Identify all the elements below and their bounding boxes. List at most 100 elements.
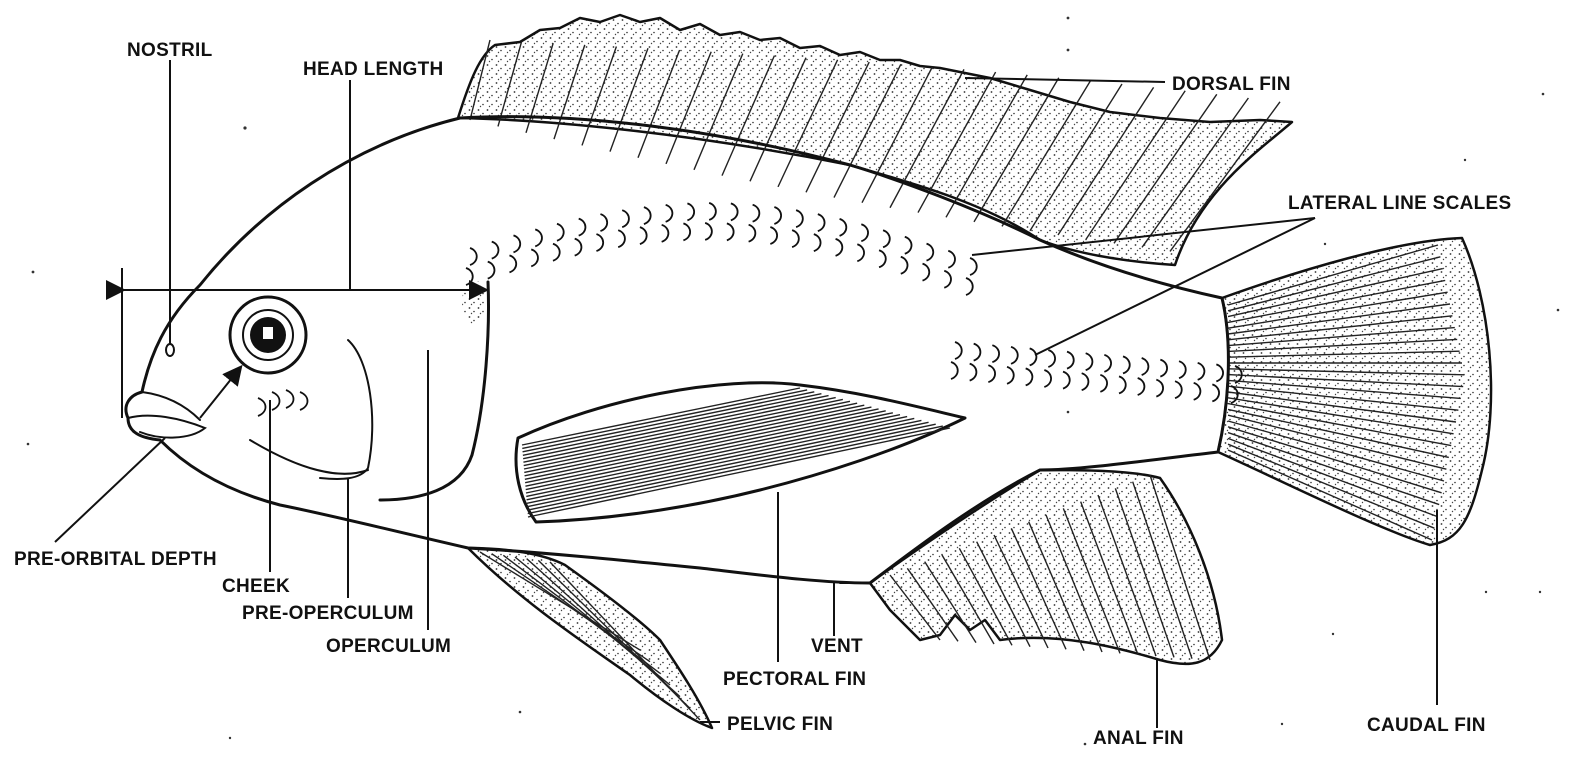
scale [1156, 380, 1163, 397]
scale [596, 234, 603, 251]
scale [951, 362, 958, 379]
scale [1175, 381, 1182, 398]
scale [753, 205, 760, 222]
caudal-fin [1218, 238, 1491, 545]
scale [1048, 350, 1055, 367]
scale [988, 365, 995, 382]
label-pectoral-fin: PECTORAL FIN [723, 669, 866, 690]
scale [1011, 347, 1018, 364]
scale [513, 235, 520, 252]
scale [970, 364, 977, 381]
label-pre-orbital-depth: PRE-ORBITAL DEPTH [14, 549, 217, 570]
scale [1082, 373, 1089, 390]
fin-ray [525, 407, 872, 479]
scale [727, 223, 734, 240]
scale [644, 207, 651, 224]
scale [1030, 348, 1037, 365]
scale [509, 255, 516, 272]
scale [749, 225, 756, 242]
scale [600, 214, 607, 231]
scale [687, 203, 694, 220]
scale [948, 251, 955, 268]
scale [1142, 358, 1149, 375]
scale [857, 244, 864, 261]
scale [1194, 383, 1201, 400]
scale [992, 345, 999, 362]
label-cheek: CHEEK [222, 576, 290, 597]
fin-ray [550, 562, 700, 720]
scale [666, 205, 673, 222]
scale [970, 258, 977, 275]
label-vent: VENT [811, 636, 863, 657]
scale [796, 210, 803, 227]
fin-ray [523, 398, 835, 463]
scale [492, 242, 499, 259]
scale [622, 210, 629, 227]
scale [1198, 363, 1205, 380]
scale [557, 224, 564, 241]
scale [1138, 378, 1145, 395]
scale [955, 342, 962, 359]
scale [1179, 361, 1186, 378]
scale [1104, 355, 1111, 372]
label-anal-fin: ANAL FIN [1093, 728, 1184, 749]
scale [1216, 364, 1223, 381]
label-caudal-fin: CAUDAL FIN [1367, 715, 1486, 736]
label-pelvic-fin: PELVIC FIN [727, 714, 833, 735]
scale [840, 219, 847, 236]
dorsal-fin [458, 15, 1292, 265]
scale [818, 214, 825, 231]
scale [1119, 376, 1126, 393]
scale [836, 239, 843, 256]
scale [1160, 360, 1167, 377]
scale [488, 262, 495, 279]
scale [705, 223, 712, 240]
scale [1100, 375, 1107, 392]
pelvic-fin [468, 548, 712, 728]
scale [662, 225, 669, 242]
scale [879, 250, 886, 267]
scale [944, 271, 951, 288]
scale [974, 344, 981, 361]
scale [774, 207, 781, 224]
label-lateral-line-scales: LATERAL LINE SCALES [1288, 193, 1512, 214]
scale [683, 223, 690, 240]
scale [731, 203, 738, 220]
scale [861, 224, 868, 241]
pectoral-fin [516, 383, 965, 522]
scale [618, 230, 625, 247]
scale [1086, 353, 1093, 370]
scale [905, 237, 912, 254]
fin-ray [523, 394, 822, 456]
scale [531, 249, 538, 266]
fin-ray [524, 399, 843, 465]
scale [923, 264, 930, 281]
scale [575, 239, 582, 256]
scale [1044, 370, 1051, 387]
scale [901, 257, 908, 274]
fin-ray [527, 420, 922, 503]
scale [883, 230, 890, 247]
scale [1007, 367, 1014, 384]
scale [927, 244, 934, 261]
scale [470, 248, 477, 265]
scale [1123, 356, 1130, 373]
scale [1067, 352, 1074, 369]
scale [1212, 384, 1219, 401]
label-pre-operculum: PRE-OPERCULUM [242, 603, 414, 624]
label-operculum: OPERCULUM [326, 636, 451, 657]
label-nostril: NOSTRIL [127, 40, 213, 61]
anal-fin [870, 470, 1222, 664]
scale [966, 278, 973, 295]
scale [792, 230, 799, 247]
label-dorsal-fin: DORSAL FIN [1172, 74, 1291, 95]
scale [1026, 368, 1033, 385]
scale [1063, 372, 1070, 389]
scale [579, 219, 586, 236]
scale [640, 227, 647, 244]
scale [709, 203, 716, 220]
scale [535, 229, 542, 246]
scale [770, 227, 777, 244]
